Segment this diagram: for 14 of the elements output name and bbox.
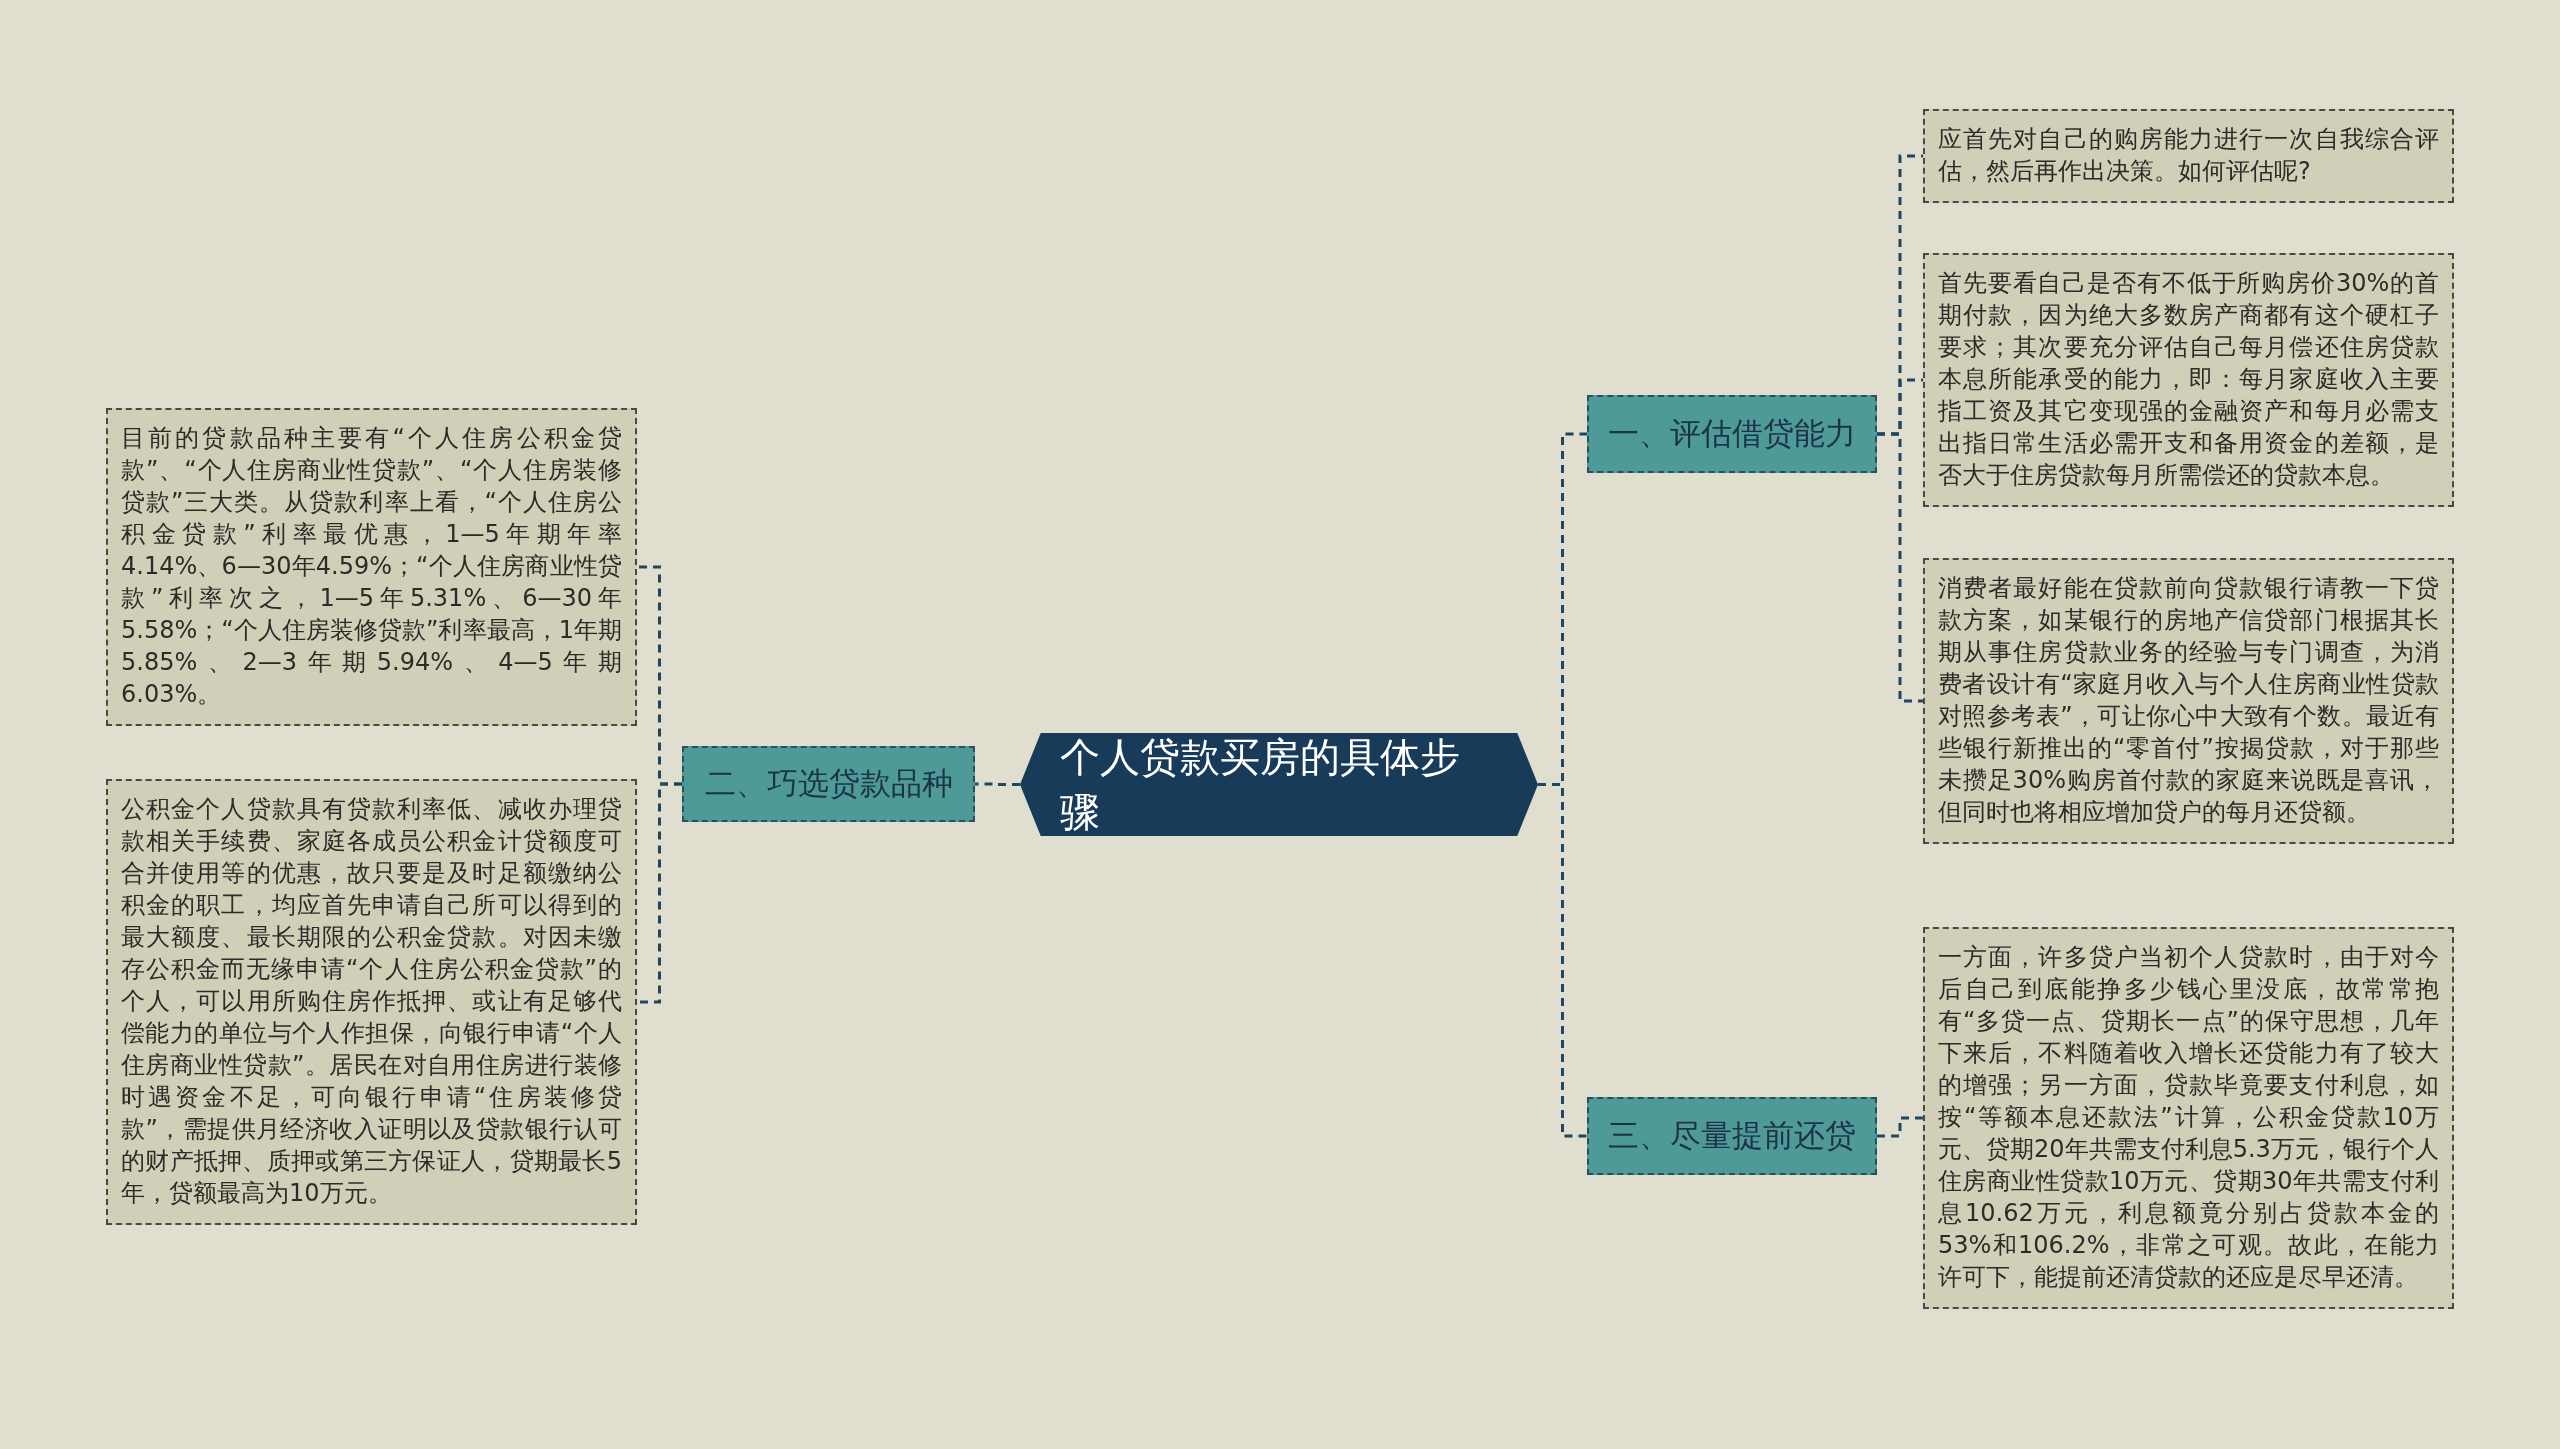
branch-box: 三、尽量提前还贷 xyxy=(1587,1097,1877,1175)
connector-line xyxy=(975,782,1020,786)
note-box: 公积金个人贷款具有贷款利率低、减收办理贷款相关手续费、家庭各成员公积金计贷额度可合并使用等的优惠，故只要是及时足额缴纳公积金的职工，均应首先申请自己所可以得到的最大额度、最长期限的公积金贷款。对因未缴存公积金而无缘申请“个人住房公积金贷款”的个人，可以用所购住房作抵押、或让有足够代偿能力的单位与个人作担保，向银行申请“个人住房商业性贷款”。居民在对自用住房进行装修时遇资金不足，可向银行申请“住房装修贷款”，需提供月经济收入证明以及贷款银行认可的财产抵押、质押或第三方保证人，贷期最长5年，贷额最高为10万元。 xyxy=(106,779,637,1225)
branch-box: 一、评估借贷能力 xyxy=(1587,395,1877,473)
connector-line xyxy=(1538,783,1587,1138)
connector-line xyxy=(637,782,682,1004)
note-box: 一方面，许多贷户当初个人贷款时，由于对今后自己到底能挣多少钱心里没底，故常常抱有“多贷一点、贷期长一点”的保守思想，几年下来后，不料随着收入增长还贷能力有了较大的增强；另一方面，贷款毕竟要支付利息，如按“等额本息还款法”计算，公积金贷款10万元、贷期20年共需支付利息5.3万元，银行个人住房商业性贷款10万元、贷期30年共需支付利息10.62万元，利息额竟分别占贷款本金的53%和106.2%，非常之可观。故此，在能力许可下，能提前还清贷款的还应是尽早还清。 xyxy=(1923,927,2454,1309)
note-box: 首先要看自己是否有不低于所购房价30%的首期付款，因为绝大多数房产商都有这个硬杠子要求；其次要充分评估自己每月偿还住房贷款本息所能承受的能力，即：每月家庭收入主要指工资及其它变现强的金融资产和每月必需支出指日常生活必需开支和备用资金的差额，是否大于住房贷款每月所需偿还的贷款本息。 xyxy=(1923,253,2454,507)
connector-line xyxy=(1877,1116,1923,1138)
connector-line xyxy=(1877,432,1923,703)
branch-box: 二、巧选贷款品种 xyxy=(682,746,975,822)
note-box: 应首先对自己的购房能力进行一次自我综合评估，然后再作出决策。如何评估呢? xyxy=(1923,109,2454,203)
note-box: 目前的贷款品种主要有“个人住房公积金贷款”、“个人住房商业性贷款”、“个人住房装修贷款”三大类。从贷款利率上看，“个人住房公积金贷款”利率最优惠，1—5年期年率4.14%、6—30年4.59%；“个人住房商业性贷款”利率次之，1—5年5.31%、6—30年5.58%；“个人住房装修贷款”利率最高，1年期5.85%、2—3年期5.94%、4—5年期6.03%。 xyxy=(106,408,637,726)
note-box: 消费者最好能在贷款前向贷款银行请教一下贷款方案，如某银行的房地产信贷部门根据其长期从事住房贷款业务的经验与专门调查，为消费者设计有“家庭月收入与个人住房商业性贷款对照参考表”，可让你心中大致有个数。最近有些银行新推出的“零首付”按揭贷款，对于那些未攒足30%购房首付款的家庭来说既是喜讯，但同时也将相应增加贷户的每月还贷额。 xyxy=(1923,558,2454,844)
